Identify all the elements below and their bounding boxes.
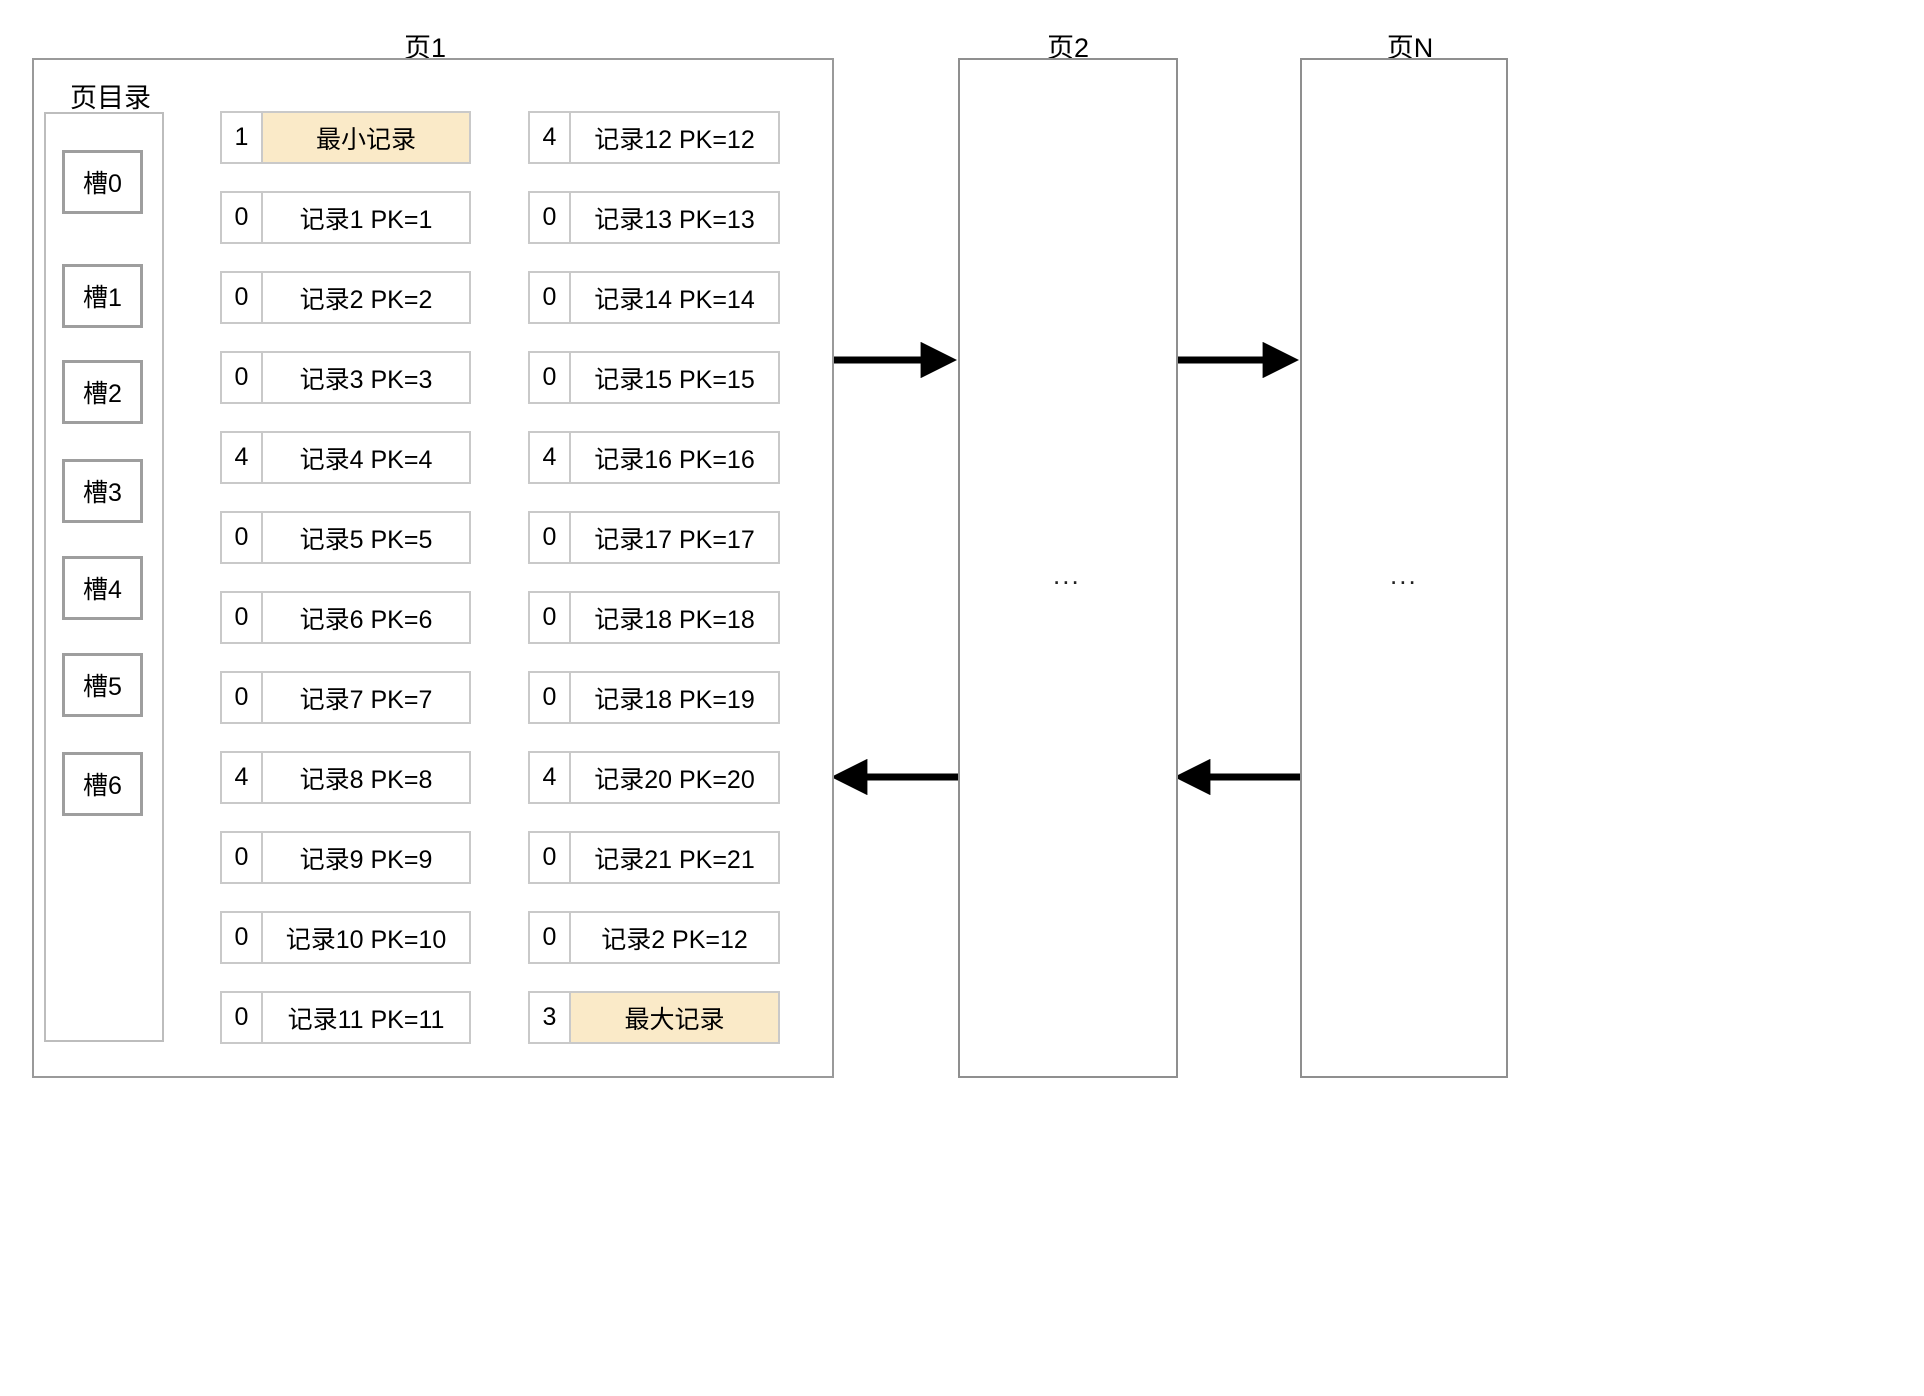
record-owned-count: 0 <box>222 993 263 1042</box>
record-owned-count: 0 <box>222 193 263 242</box>
record-owned-count: 0 <box>530 513 571 562</box>
record-owned-count: 0 <box>222 273 263 322</box>
record-owned-count: 0 <box>530 593 571 642</box>
record-owned-count: 4 <box>530 113 571 162</box>
pagen-ellipsis: ... <box>1390 560 1418 590</box>
slot-label: 槽6 <box>83 772 122 800</box>
slot-3[interactable]: 槽3 <box>62 459 143 523</box>
slot-label: 槽2 <box>83 380 122 408</box>
record-label: 最大记录 <box>571 993 778 1042</box>
record-label: 记录10 PK=10 <box>263 913 469 962</box>
record-owned-count: 1 <box>222 113 263 162</box>
record-owned-count: 0 <box>530 353 571 402</box>
record-owned-count: 4 <box>530 433 571 482</box>
record-label: 记录2 PK=12 <box>571 913 778 962</box>
record-owned-count: 0 <box>530 273 571 322</box>
page2-box <box>958 58 1178 1078</box>
record-label: 最小记录 <box>263 113 469 162</box>
slot-label: 槽4 <box>83 576 122 604</box>
record-label: 记录18 PK=18 <box>571 593 778 642</box>
record-label: 记录14 PK=14 <box>571 273 778 322</box>
record-label: 记录12 PK=12 <box>571 113 778 162</box>
record-label: 记录17 PK=17 <box>571 513 778 562</box>
slot-label: 槽1 <box>83 284 122 312</box>
page-directory-label: 页目录 <box>70 83 151 113</box>
slot-label: 槽0 <box>83 170 122 198</box>
record-owned-count: 0 <box>530 833 571 882</box>
record-owned-count: 3 <box>530 993 571 1042</box>
record-label: 记录20 PK=20 <box>571 753 778 802</box>
record-owned-count: 4 <box>530 753 571 802</box>
record-label: 记录4 PK=4 <box>263 433 469 482</box>
record-owned-count: 4 <box>222 753 263 802</box>
record-label: 记录9 PK=9 <box>263 833 469 882</box>
record-owned-count: 0 <box>222 913 263 962</box>
record-owned-count: 0 <box>530 193 571 242</box>
slot-5[interactable]: 槽5 <box>62 653 143 717</box>
slot-1[interactable]: 槽1 <box>62 264 143 328</box>
record-label: 记录5 PK=5 <box>263 513 469 562</box>
record-label: 记录13 PK=13 <box>571 193 778 242</box>
record-label: 记录1 PK=1 <box>263 193 469 242</box>
record-owned-count: 0 <box>530 673 571 722</box>
record-label: 记录3 PK=3 <box>263 353 469 402</box>
record-owned-count: 0 <box>222 833 263 882</box>
record-label: 记录18 PK=19 <box>571 673 778 722</box>
record-owned-count: 0 <box>530 913 571 962</box>
page2-ellipsis: ... <box>1053 560 1081 590</box>
pagen-box <box>1300 58 1508 1078</box>
record-owned-count: 0 <box>222 593 263 642</box>
slot-2[interactable]: 槽2 <box>62 360 143 424</box>
record-label: 记录21 PK=21 <box>571 833 778 882</box>
slot-label: 槽5 <box>83 673 122 701</box>
record-label: 记录15 PK=15 <box>571 353 778 402</box>
record-label: 记录11 PK=11 <box>263 993 469 1042</box>
record-owned-count: 0 <box>222 673 263 722</box>
record-label: 记录6 PK=6 <box>263 593 469 642</box>
slot-4[interactable]: 槽4 <box>62 556 143 620</box>
record-label: 记录8 PK=8 <box>263 753 469 802</box>
record-owned-count: 0 <box>222 353 263 402</box>
record-label: 记录2 PK=2 <box>263 273 469 322</box>
record-label: 记录7 PK=7 <box>263 673 469 722</box>
record-owned-count: 4 <box>222 433 263 482</box>
slot-6[interactable]: 槽6 <box>62 752 143 816</box>
record-label: 记录16 PK=16 <box>571 433 778 482</box>
slot-label: 槽3 <box>83 479 122 507</box>
slot-0[interactable]: 槽0 <box>62 150 143 214</box>
record-owned-count: 0 <box>222 513 263 562</box>
